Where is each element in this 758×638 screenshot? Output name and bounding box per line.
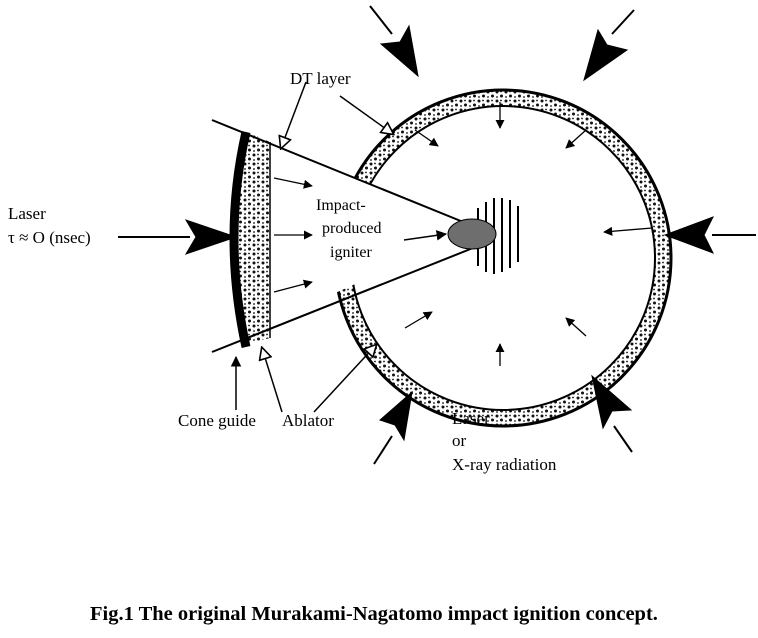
right-arrow-icon bbox=[663, 216, 715, 254]
topright-arrow-icon bbox=[583, 28, 629, 82]
igniter bbox=[403, 198, 519, 274]
left-laser-pulse-label: τ ≈ O (nsec) bbox=[8, 228, 91, 247]
cone-upper-wall bbox=[211, 119, 479, 229]
bottom-laser-label: Laser bbox=[452, 409, 490, 428]
dt-layer-label: DT layer bbox=[290, 69, 351, 88]
cone-inward-arrows bbox=[273, 177, 313, 293]
impact-label-line2: produced bbox=[322, 220, 382, 237]
impact-label-line1: Impact- bbox=[316, 197, 366, 214]
cone-lower-wall bbox=[211, 245, 479, 353]
drive-arrows bbox=[118, 5, 756, 465]
left-laser-arrow-icon bbox=[184, 219, 238, 255]
bottom-or-label: or bbox=[452, 431, 467, 450]
cone-guide-label: Cone guide bbox=[178, 411, 256, 430]
leader-lines bbox=[230, 81, 393, 413]
bottom-xray-label: X-ray radiation bbox=[452, 455, 557, 474]
cone-guide bbox=[211, 119, 479, 353]
left-laser-label: Laser bbox=[8, 204, 46, 223]
bottomright-arrow-icon bbox=[591, 374, 633, 430]
figure-caption: Fig.1 The original Murakami-Nagatomo imp… bbox=[90, 603, 658, 625]
impact-label-line3: igniter bbox=[330, 244, 372, 261]
bottomleft-arrow-icon bbox=[379, 390, 413, 442]
topleft-arrow-icon bbox=[379, 24, 419, 78]
ablator-layer bbox=[229, 130, 251, 348]
ablator-label: Ablator bbox=[282, 411, 334, 430]
igniter-core bbox=[447, 218, 497, 250]
shell-inward-arrows bbox=[404, 102, 653, 366]
